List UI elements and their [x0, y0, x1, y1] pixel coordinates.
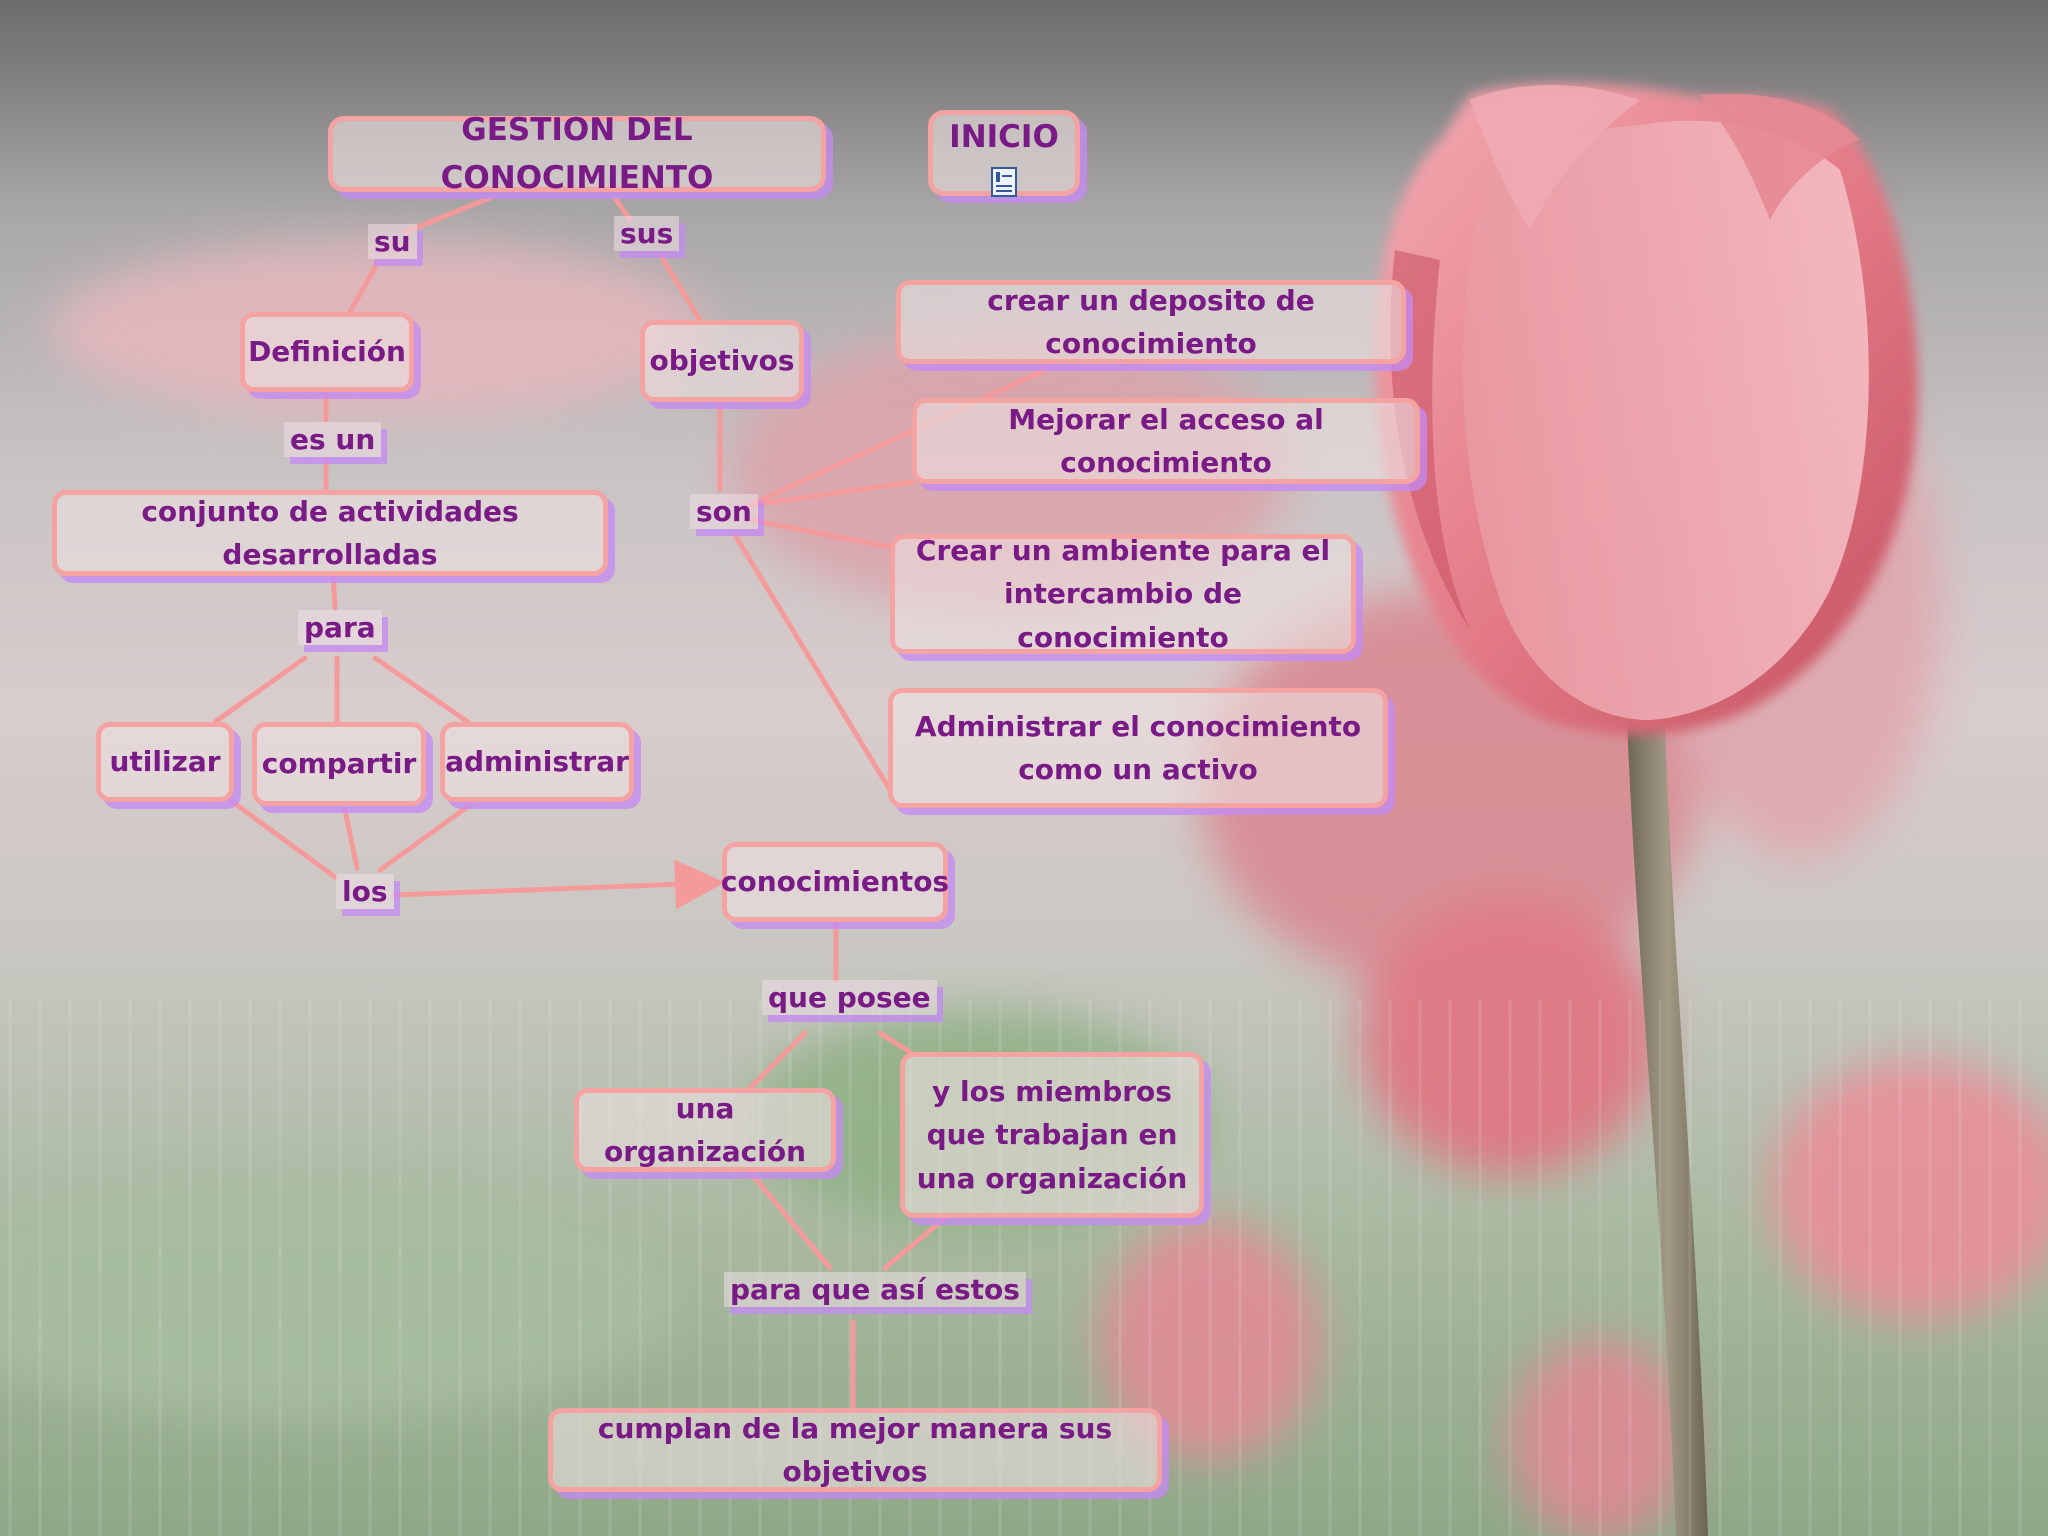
start-button[interactable]: INICIO — [928, 110, 1080, 198]
node-definicion: Definición — [240, 312, 414, 392]
node-objetivos: objetivos — [640, 320, 804, 402]
node-conjunto: conjunto de actividades desarrolladas — [52, 490, 608, 576]
link-label-sus: sus — [614, 216, 680, 251]
link-label-es-un: es un — [284, 422, 382, 457]
node-objetivo-2: Mejorar el acceso al conocimiento — [912, 398, 1420, 484]
link-label-que-posee: que posee — [762, 980, 937, 1015]
node-conocimientos: conocimientos — [721, 842, 949, 922]
diagram-title: GESTION DEL CONOCIMIENTO — [328, 112, 826, 196]
link-label-su: su — [368, 224, 417, 259]
link-label-para: para — [298, 610, 382, 645]
node-miembros: y los miembros que trabajan en una organ… — [900, 1052, 1204, 1218]
node-objetivo-3: Crear un ambiente para el intercambio de… — [890, 534, 1356, 654]
node-compartir: compartir — [252, 722, 426, 806]
node-administrar: administrar — [440, 722, 634, 802]
node-organizacion: una organización — [574, 1088, 836, 1172]
start-button-label: INICIO — [949, 118, 1059, 155]
node-objetivo-4: Administrar el conocimiento como un acti… — [888, 688, 1388, 808]
node-utilizar: utilizar — [96, 722, 234, 802]
link-label-para-que: para que así estos — [724, 1272, 1026, 1307]
link-label-son: son — [690, 494, 758, 529]
node-cumplan: cumplan de la mejor manera sus objetivos — [548, 1408, 1162, 1492]
node-objetivo-1: crear un deposito de conocimiento — [896, 280, 1406, 364]
document-icon — [991, 163, 1017, 198]
link-label-los: los — [336, 874, 394, 909]
